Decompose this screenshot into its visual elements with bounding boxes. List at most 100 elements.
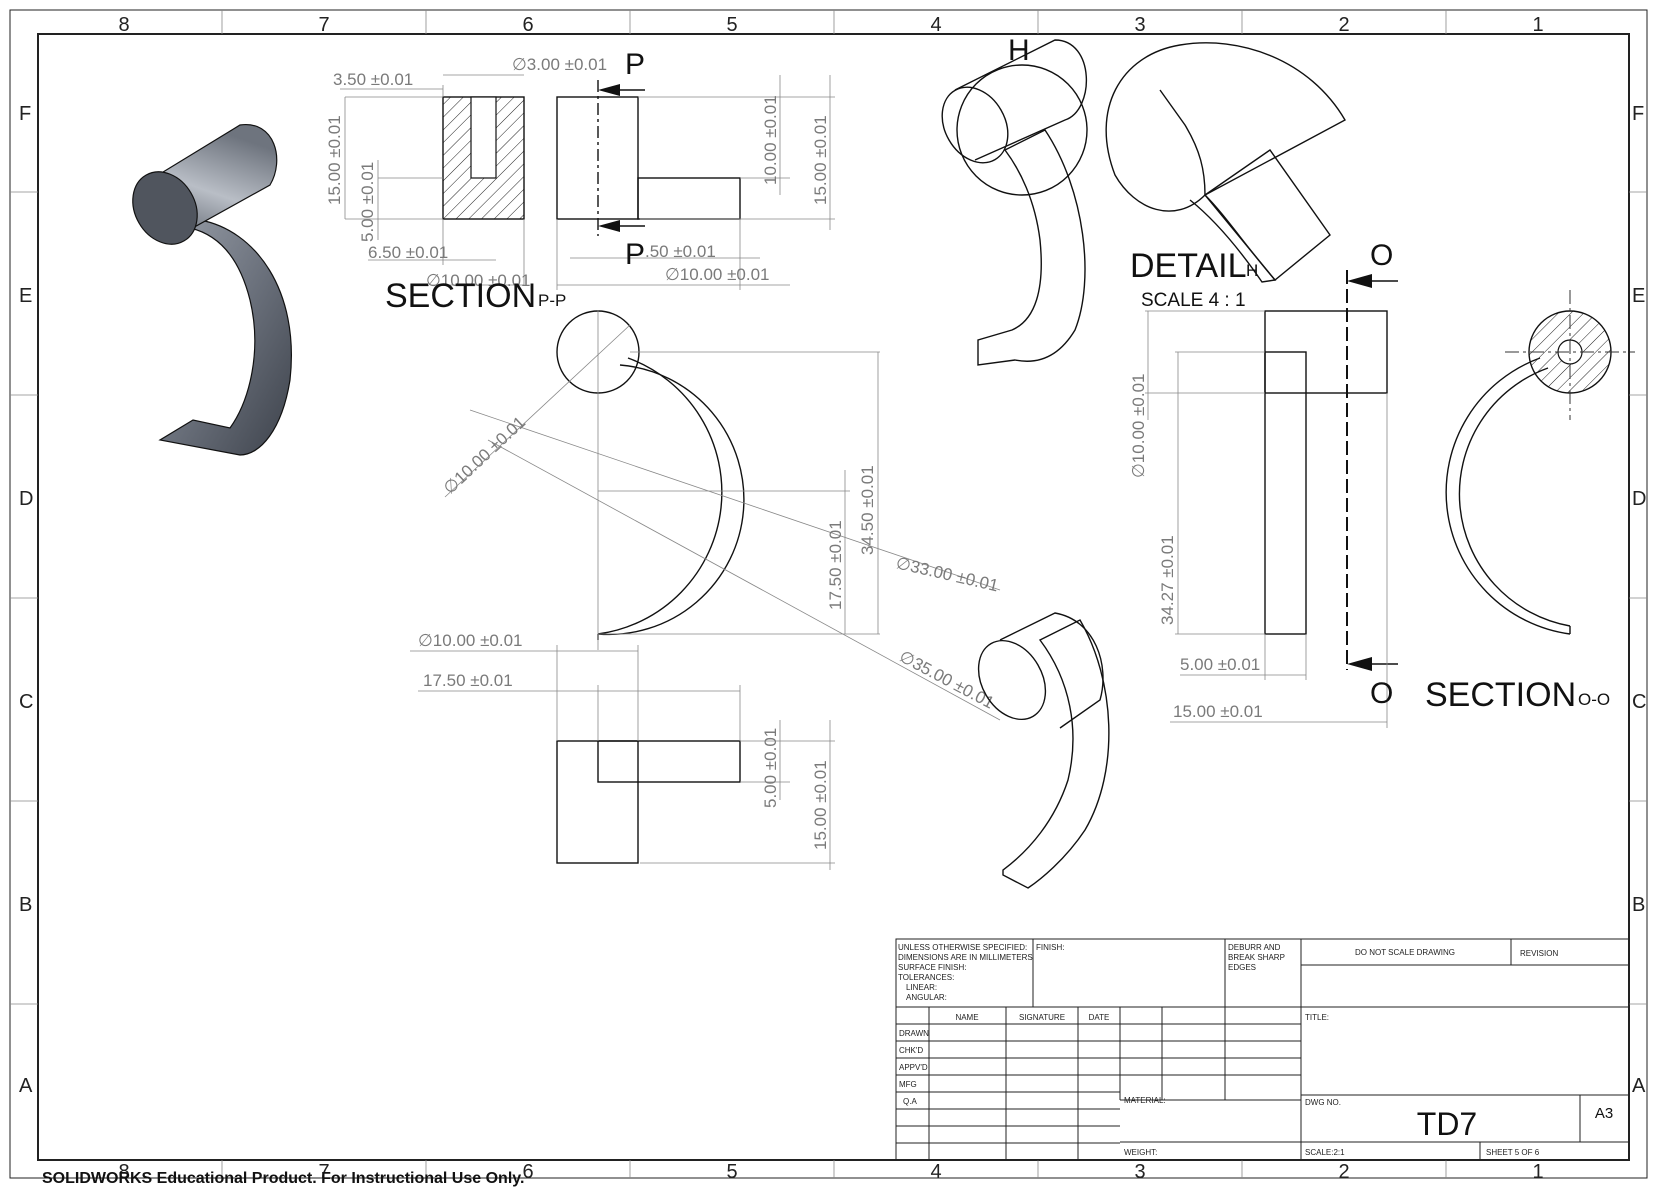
tb-sheet: SHEET 5 OF 6 (1486, 1148, 1540, 1157)
dimension-label: .50 ±0.01 (645, 242, 716, 261)
detail-h-title: DETAIL (1130, 247, 1247, 285)
tb-row-label: APPV'D (899, 1063, 928, 1072)
dimension-label: ∅3.00 ±0.01 (512, 55, 607, 74)
section-o-o-title: SECTION (1425, 676, 1576, 714)
tb-finish: FINISH: (1036, 943, 1064, 952)
zone-col-label: 1 (1532, 1161, 1543, 1183)
tb-title-label: TITLE: (1305, 1013, 1329, 1022)
zone-row-label: A (19, 1075, 33, 1097)
zone-col-label: 6 (522, 14, 533, 36)
dimension-label: 15.00 ±0.01 (811, 115, 830, 205)
zone-row-label: D (19, 488, 33, 510)
tb-note: TOLERANCES: (898, 973, 954, 982)
zone-col-label: 2 (1338, 1161, 1349, 1183)
dimension-label: 34.50 ±0.01 (858, 465, 877, 555)
zone-col-label: 5 (726, 1161, 737, 1183)
cut-mark-o: O (1370, 239, 1393, 272)
zone-row-label: C (19, 691, 33, 713)
zone-col-label: 6 (522, 1161, 533, 1183)
dimension-label: 17.50 ±0.01 (826, 520, 845, 610)
detail-h-view (1105, 42, 1346, 283)
tb-deburr: DEBURR AND (1228, 943, 1281, 952)
tb-row-label: Q.A (903, 1097, 917, 1106)
tb-deburr: BREAK SHARP (1228, 953, 1285, 962)
tb-material-label: MATERIAL: (1124, 1096, 1166, 1105)
dimension-label: 10.00 ±0.01 (761, 95, 780, 185)
inner-border (37, 33, 1630, 1161)
tb-row-label: CHK'D (899, 1046, 923, 1055)
zone-col-label: 8 (118, 1161, 129, 1183)
tb-do-not-scale: DO NOT SCALE DRAWING (1355, 948, 1455, 957)
tb-note: SURFACE FINISH: (898, 963, 966, 972)
dimension-label: 5.00 ±0.01 (1180, 655, 1260, 674)
dimension-label: 15.00 ±0.01 (1173, 702, 1263, 721)
detail-h-subtitle: H (1246, 261, 1258, 280)
shaded-isometric-view (132, 124, 292, 456)
zone-col-label: 4 (930, 14, 941, 36)
section-p-p-subtitle: P-P (538, 291, 566, 310)
tb-weight-label: WEIGHT: (1124, 1148, 1157, 1157)
tb-dwg-no: TD7 (1417, 1106, 1477, 1142)
dimension-label: 15.00 ±0.01 (811, 760, 830, 850)
tb-dwg-no-label: DWG NO. (1305, 1098, 1341, 1107)
tb-col-name: NAME (955, 1013, 978, 1022)
side-view-o (1145, 270, 1398, 728)
dimension-label: 5.00 ±0.01 (358, 162, 377, 242)
dimension-label: 5.00 ±0.01 (761, 728, 780, 808)
title-block (895, 938, 1630, 1161)
zone-col-label: 1 (1532, 14, 1543, 36)
zone-row-label: B (19, 894, 32, 916)
zone-col-label: 3 (1134, 1161, 1145, 1183)
tb-col-date: DATE (1089, 1013, 1110, 1022)
top-view (410, 645, 835, 870)
section-p-p-title: SECTION (385, 277, 536, 315)
zone-col-label: 2 (1338, 14, 1349, 36)
cut-mark-o: O (1370, 677, 1393, 710)
dimension-label: ∅10.00 ±0.01 (418, 631, 523, 650)
tb-row-label: DRAWN (899, 1029, 929, 1038)
dimension-label: ∅10.00 ±0.01 (665, 265, 770, 284)
tb-row-label: MFG (899, 1080, 917, 1089)
detail-h-scale: SCALE 4 : 1 (1141, 290, 1246, 311)
dimension-label: ∅10.00 ±0.01 (426, 271, 531, 290)
zone-row-label: A (1632, 1075, 1646, 1097)
tb-deburr: EDGES (1228, 963, 1256, 972)
isometric-line-view-lower (977, 612, 1110, 889)
tb-col-signature: SIGNATURE (1019, 1013, 1065, 1022)
section-o-o-subtitle: O-O (1578, 690, 1610, 709)
zone-row-label: F (19, 103, 31, 125)
zone-row-label: D (1632, 488, 1646, 510)
zone-row-label: E (19, 285, 32, 307)
tb-note: ANGULAR: (906, 993, 947, 1002)
dimension-label: 6.50 ±0.01 (368, 243, 448, 262)
dimension-label: 17.50 ±0.01 (423, 671, 513, 690)
zone-col-label: 4 (930, 1161, 941, 1183)
dimension-label: 15.00 ±0.01 (325, 115, 344, 205)
educational-watermark: SOLIDWORKS Educational Product. For Inst… (42, 1170, 525, 1187)
tb-scale: SCALE:2:1 (1305, 1148, 1345, 1157)
detail-mark-h: H (1008, 34, 1030, 67)
dimension-label: 3.50 ±0.01 (333, 70, 413, 89)
dimension-label: ∅33.00 ±0.01 (894, 553, 1000, 595)
zone-row-label: B (1632, 894, 1645, 916)
zone-row-label: F (1632, 103, 1644, 125)
zone-col-label: 3 (1134, 14, 1145, 36)
section-o-o-view (1445, 290, 1635, 635)
tb-note: DIMENSIONS ARE IN MILLIMETERS (898, 953, 1033, 962)
tb-note: LINEAR: (906, 983, 937, 992)
tb-sheet-size: A3 (1595, 1105, 1613, 1122)
front-view-ring (444, 310, 1001, 721)
section-p-p-view (340, 74, 525, 286)
zone-row-label: C (1632, 691, 1646, 713)
cut-mark-p: P (625, 238, 645, 271)
dimension-label: ∅35.00 ±0.01 (896, 647, 997, 713)
isometric-line-view (941, 39, 1088, 366)
zone-col-label: 5 (726, 14, 737, 36)
outer-border (9, 9, 1648, 1179)
tb-note: UNLESS OTHERWISE SPECIFIED: (898, 943, 1027, 952)
cut-mark-p: P (625, 48, 645, 81)
dimension-label: ∅10.00 ±0.01 (1129, 374, 1148, 479)
side-view-p (556, 75, 835, 290)
zone-row-label: E (1632, 285, 1645, 307)
